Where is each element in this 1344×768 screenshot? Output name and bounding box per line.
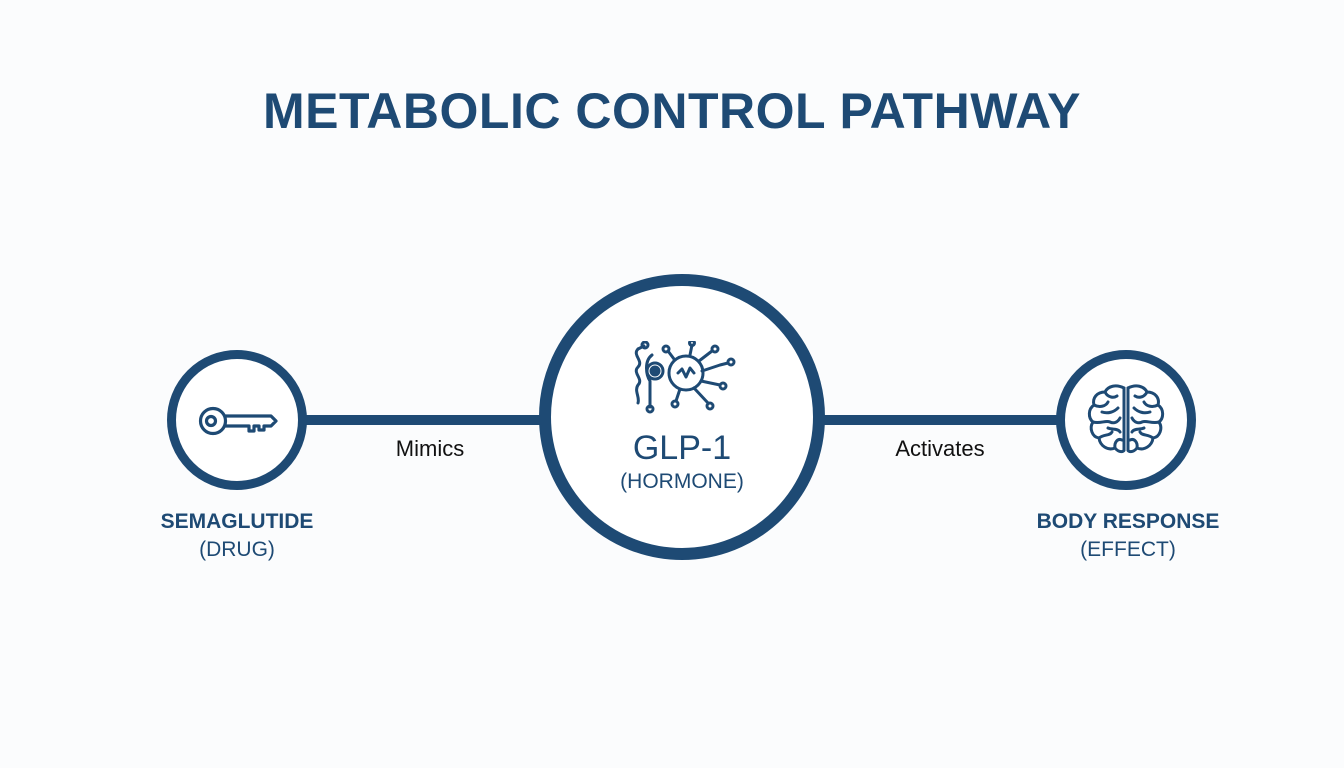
drug-label: SEMAGLUTIDE — [160, 510, 314, 533]
drug-label-block: SEMAGLUTIDE (DRUG) — [107, 508, 367, 564]
key-icon — [198, 406, 278, 436]
node-hormone: GLP-1 (HORMONE) — [539, 274, 825, 560]
edge-label-mimics: Mimics — [395, 436, 465, 461]
brain-icon — [1087, 384, 1165, 454]
molecule-receptor-icon — [634, 341, 736, 414]
effect-label: BODY RESPONSE — [1036, 510, 1220, 533]
effect-sublabel: (EFFECT) — [1080, 538, 1176, 561]
node-effect — [1056, 350, 1196, 490]
node-drug — [167, 350, 307, 490]
connector-drug-hormone — [300, 415, 550, 425]
edge-label-activates: Activates — [895, 436, 985, 461]
hormone-sublabel: (HORMONE) — [620, 470, 744, 493]
diagram-title: METABOLIC CONTROL PATHWAY — [262, 83, 1082, 139]
hormone-label: GLP-1 — [632, 429, 732, 467]
effect-label-block: BODY RESPONSE (EFFECT) — [998, 508, 1258, 564]
connector-hormone-effect — [815, 415, 1065, 425]
drug-sublabel: (DRUG) — [199, 538, 275, 561]
